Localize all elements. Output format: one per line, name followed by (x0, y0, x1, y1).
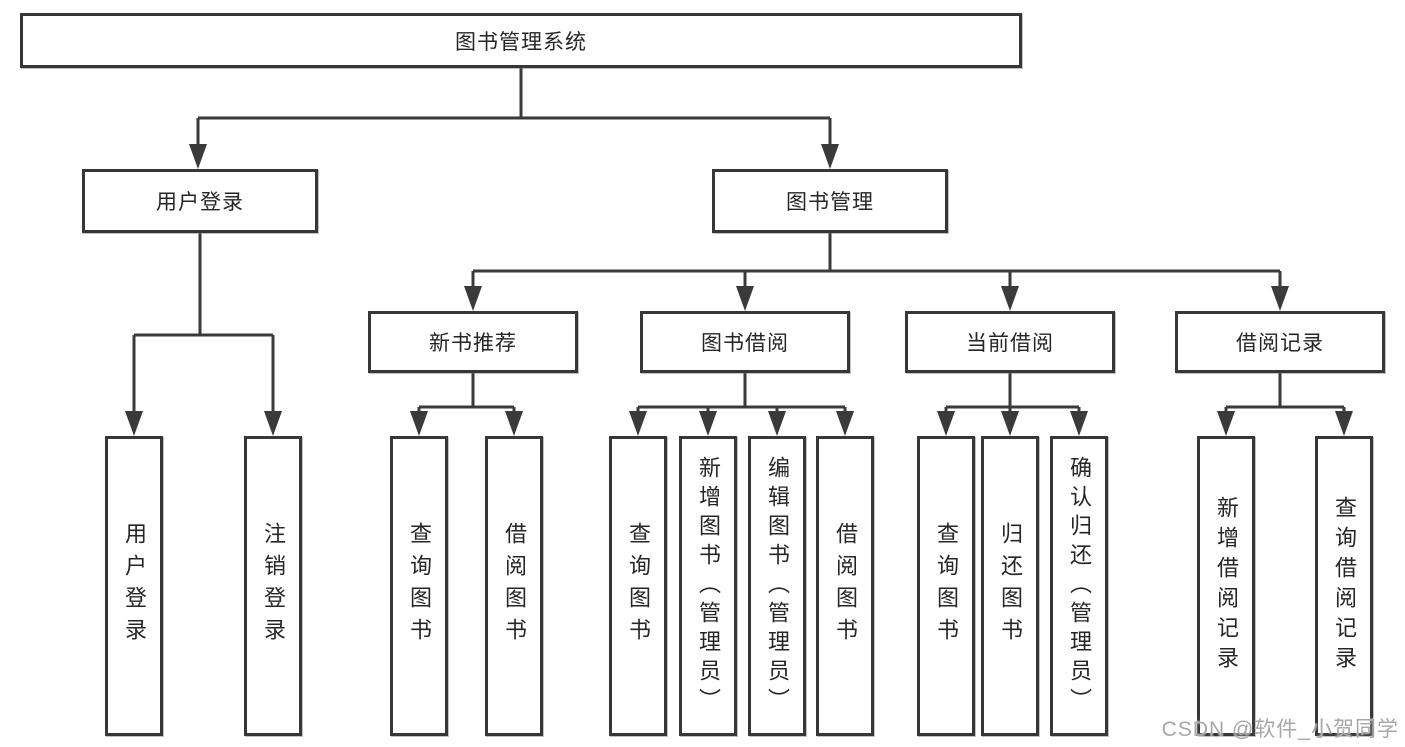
leaf-recommend-borrow-books: 借阅图书 (485, 436, 543, 736)
leaf-edit-book-admin: 编辑图书（管理员） (748, 436, 806, 736)
leaf-add-book-admin: 新增图书（管理员） (679, 436, 737, 736)
node-user-login: 用户登录 (82, 169, 318, 233)
node-book-management: 图书管理 (712, 169, 948, 233)
leaf-recommend-borrow-books-label: 借阅图书 (502, 522, 527, 650)
node-root-label: 图书管理系统 (455, 30, 587, 54)
leaf-add-borrow-record-label: 新增借阅记录 (1214, 496, 1239, 676)
node-book-management-label: 图书管理 (786, 191, 874, 214)
node-user-login-label: 用户登录 (156, 191, 244, 214)
leaf-logout-label: 注销登录 (261, 522, 286, 650)
node-new-book-recommend: 新书推荐 (368, 311, 578, 373)
node-book-borrow-label: 图书借阅 (701, 332, 789, 355)
leaf-recommend-query-books: 查询图书 (390, 436, 448, 736)
leaf-borrow-books: 借阅图书 (816, 436, 874, 736)
node-book-borrow: 图书借阅 (640, 311, 850, 373)
node-borrow-records-label: 借阅记录 (1236, 332, 1324, 355)
leaf-add-book-admin-label: 新增图书（管理员） (696, 455, 721, 717)
leaf-add-borrow-record: 新增借阅记录 (1197, 436, 1255, 736)
leaf-current-query-books: 查询图书 (917, 436, 975, 736)
leaf-query-borrow-record: 查询借阅记录 (1315, 436, 1373, 736)
node-new-book-recommend-label: 新书推荐 (429, 332, 517, 355)
watermark-text: CSDN @软件_小贺同学 (1161, 718, 1399, 741)
leaf-confirm-return-admin-label: 确认归还（管理员） (1067, 455, 1092, 717)
node-current-borrow-label: 当前借阅 (966, 332, 1054, 355)
leaf-user-login: 用户登录 (105, 436, 163, 736)
leaf-return-books: 归还图书 (981, 436, 1039, 736)
leaf-borrow-query-books: 查询图书 (609, 436, 667, 736)
leaf-edit-book-admin-label: 编辑图书（管理员） (765, 455, 790, 717)
leaf-confirm-return-admin: 确认归还（管理员） (1050, 436, 1108, 736)
leaf-user-login-label: 用户登录 (122, 522, 147, 650)
leaf-current-query-books-label: 查询图书 (934, 522, 959, 650)
leaf-recommend-query-books-label: 查询图书 (407, 522, 432, 650)
leaf-borrow-query-books-label: 查询图书 (626, 522, 651, 650)
leaf-logout: 注销登录 (244, 436, 302, 736)
node-borrow-records: 借阅记录 (1175, 311, 1385, 373)
arrowhead-icons (125, 144, 1353, 436)
leaf-query-borrow-record-label: 查询借阅记录 (1332, 496, 1357, 676)
leaf-borrow-books-label: 借阅图书 (833, 522, 858, 650)
node-root: 图书管理系统 (20, 13, 1022, 68)
node-current-borrow: 当前借阅 (905, 311, 1115, 373)
leaf-return-books-label: 归还图书 (998, 522, 1023, 650)
